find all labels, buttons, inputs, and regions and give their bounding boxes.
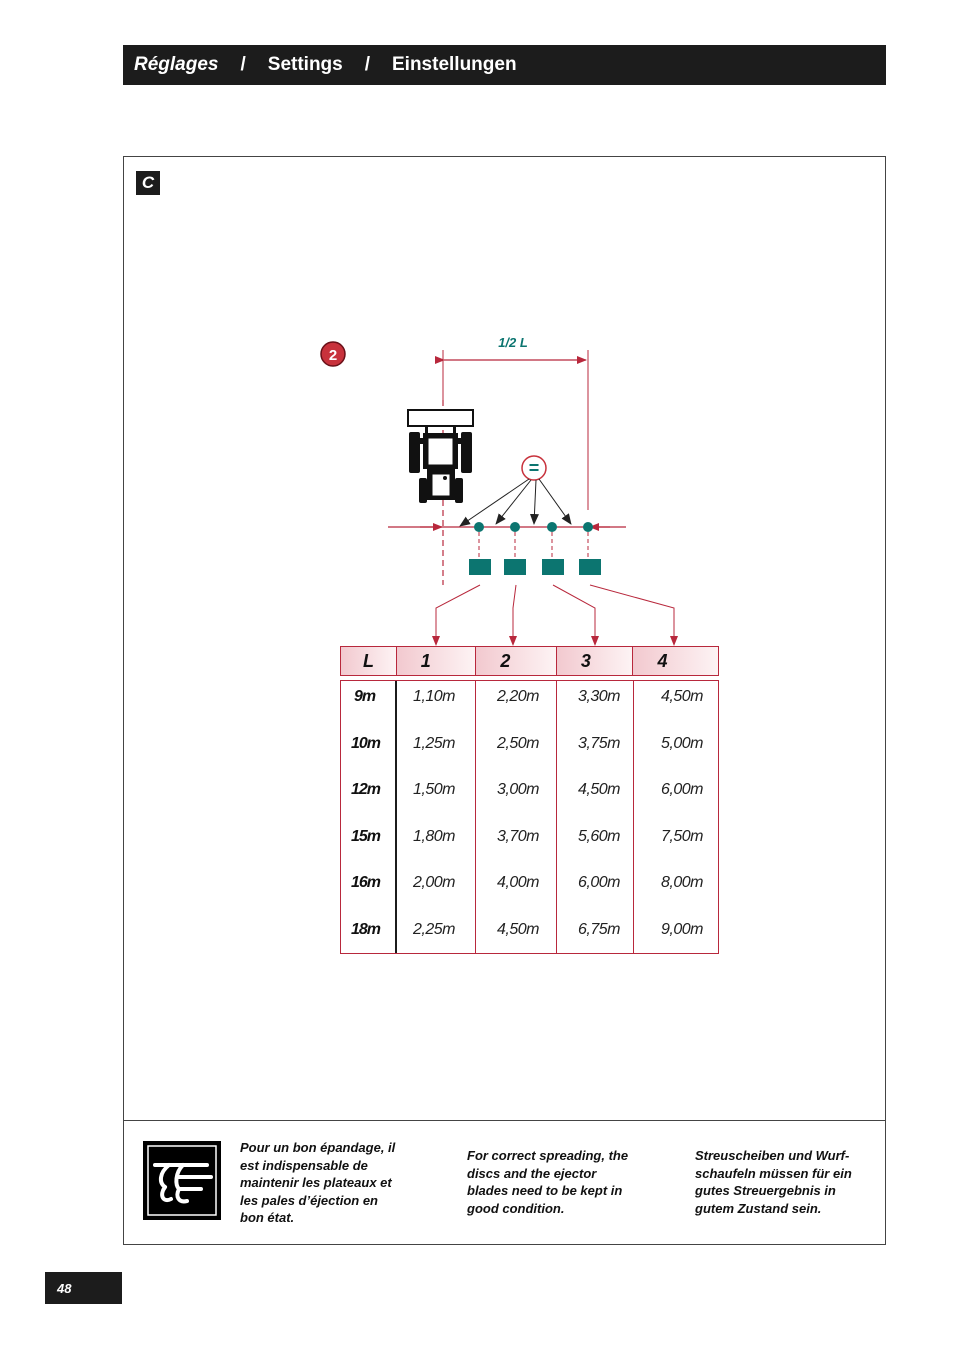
header-title-fr: Réglages	[134, 54, 219, 75]
tray-1-value: 2,00m	[413, 874, 455, 891]
content-frame	[123, 156, 886, 1245]
tray-4-value: 5,00m	[661, 735, 703, 752]
tray-3-value: 3,30m	[578, 688, 620, 705]
table-body: 9m 1,10m 2,20m 3,30m 4,50m 10m 1,25m 2,5…	[340, 680, 719, 954]
header-separator: /	[364, 54, 370, 75]
column-divider	[395, 681, 397, 953]
tray-1-value: 1,10m	[413, 688, 455, 705]
step-number: 2	[329, 347, 337, 364]
header-cell-tray-4: 4	[633, 647, 719, 675]
width-value: 9m	[354, 688, 376, 705]
section-badge: C	[136, 171, 160, 195]
tray-1-value: 1,80m	[413, 828, 455, 845]
distribution-arrows	[459, 478, 572, 527]
note-en-line: discs and the ejector	[467, 1165, 597, 1181]
tray-1	[469, 559, 491, 575]
tray-4-value: 4,50m	[661, 688, 703, 705]
note-en-line: good condition.	[467, 1200, 565, 1216]
note-fr-line: maintenir les plateaux et	[240, 1175, 392, 1190]
tray-4-value: 9,00m	[661, 921, 703, 938]
tray-4-value: 7,50m	[661, 828, 703, 845]
table-row: 15m 1,80m 3,70m 5,60m 7,50m	[341, 828, 718, 854]
header-cell-width: L	[341, 647, 397, 675]
width-value: 10m	[351, 735, 381, 752]
page-header: Réglages / Settings / Einstellungen	[123, 45, 886, 85]
note-fr-line: les pales d’éjection en	[240, 1192, 378, 1208]
tray-3-value: 5,60m	[578, 828, 620, 845]
tray-4-value: 6,00m	[661, 781, 703, 798]
column-divider	[475, 681, 476, 953]
table-row: 18m 2,25m 4,50m 6,75m 9,00m	[341, 921, 718, 947]
tray-2-value: 2,50m	[497, 735, 539, 752]
tray-3-value: 6,75m	[578, 921, 620, 938]
tray-3-value: 4,50m	[578, 781, 620, 798]
tray-2-value: 4,00m	[497, 874, 539, 891]
tray-3-value: 3,75m	[578, 735, 620, 752]
note-fr-line: bon état.	[240, 1210, 295, 1225]
half-width-label: 1/2 L	[498, 335, 528, 350]
note-de-line: schaufeln müssen für ein	[695, 1165, 852, 1181]
notes-divider	[123, 1120, 886, 1121]
note-de: Streuscheiben und Wurf- schaufeln müssen…	[695, 1147, 852, 1217]
table-row: 9m 1,10m 2,20m 3,30m 4,50m	[341, 688, 718, 714]
table-row: 10m 1,25m 2,50m 3,75m 5,00m	[341, 735, 718, 761]
page-number: 48	[45, 1272, 122, 1304]
equal-symbol: =	[529, 458, 540, 478]
table-row: 12m 1,50m 3,00m 4,50m 6,00m	[341, 781, 718, 807]
note-de-line: Streuscheiben und Wurf-	[695, 1148, 850, 1163]
tray-2	[504, 559, 526, 575]
step-number-badge: 2	[320, 341, 346, 367]
tray-markers	[474, 522, 593, 560]
header-cell-tray-2: 2	[476, 647, 557, 675]
header-title-en: Settings	[267, 54, 343, 75]
tray-1-value: 1,50m	[413, 781, 455, 798]
collection-trays	[469, 559, 601, 575]
note-en-line: For correct spreading, the	[467, 1148, 629, 1163]
column-divider	[633, 681, 634, 953]
column-divider	[556, 681, 557, 953]
header-title-de: Einstellungen	[392, 54, 517, 75]
width-value: 16m	[351, 874, 381, 891]
table-header: L 1 2 3 4	[340, 646, 719, 676]
tray-2-value: 4,50m	[497, 921, 539, 938]
note-en: For correct spreading, the discs and the…	[467, 1147, 628, 1217]
table-row: 16m 2,00m 4,00m 6,00m 8,00m	[341, 874, 718, 900]
tray-1-value: 1,25m	[413, 735, 455, 752]
note-fr-line: Pour un bon épandage, il	[240, 1140, 396, 1155]
tray-2-value: 3,00m	[497, 781, 539, 798]
equal-spacing-icon: =	[521, 455, 547, 481]
tray-2-value: 3,70m	[497, 828, 539, 845]
tray-4	[579, 559, 601, 575]
note-en-line: blades need to be kept in	[467, 1183, 623, 1198]
pointing-hand-icon	[143, 1141, 221, 1220]
width-value: 12m	[351, 781, 381, 798]
header-separator: /	[240, 54, 246, 75]
header-cell-tray-1: 1	[396, 647, 477, 675]
tray-3-value: 6,00m	[578, 874, 620, 891]
tray-2-value: 2,20m	[497, 688, 539, 705]
width-value: 15m	[351, 828, 381, 845]
tractor-icon	[407, 409, 474, 503]
width-value: 18m	[351, 921, 381, 938]
header-cell-tray-3: 3	[556, 647, 634, 675]
note-fr: Pour un bon épandage, il est indispensab…	[240, 1139, 395, 1227]
tray-to-column-arrows	[432, 584, 678, 646]
note-fr-line: est indispensable de	[240, 1157, 368, 1173]
tray-4-value: 8,00m	[661, 874, 703, 891]
tray-3	[542, 559, 564, 575]
tray-1-value: 2,25m	[413, 921, 455, 938]
note-de-line: gutes Streuergebnis in	[695, 1183, 836, 1198]
note-de-line: gutem Zustand sein.	[695, 1200, 822, 1216]
